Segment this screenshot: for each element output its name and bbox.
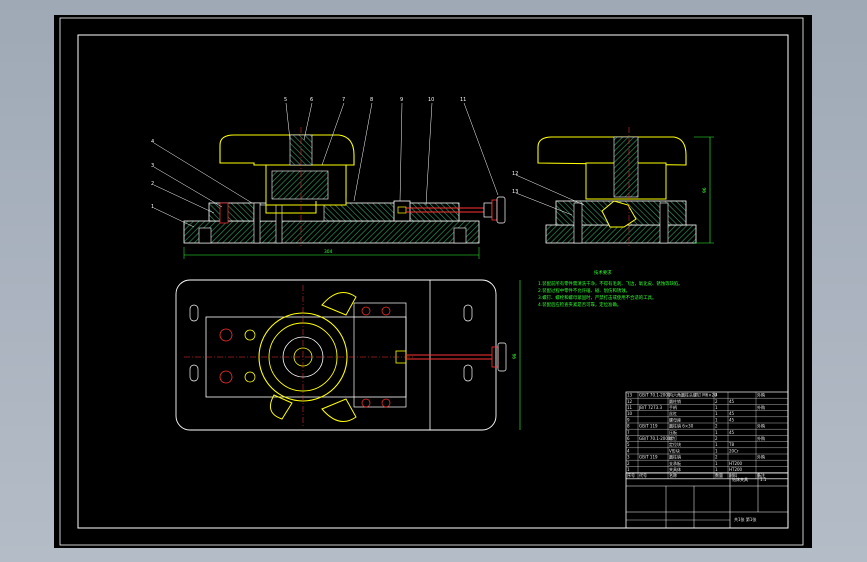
bom-cell: 3 [627, 455, 630, 460]
bom-cell: 螺母座 [669, 416, 681, 422]
cad-drawing-canvas[interactable]: 304 4 3 2 1 5 6 7 [54, 15, 812, 548]
bom-cell: 11 [627, 405, 633, 410]
bom-cell: 夹具体 [669, 466, 681, 472]
bom-cell: 螺钉 [669, 435, 677, 441]
bom-cell: 2 [627, 461, 630, 466]
balloon-6: 6 [310, 97, 313, 103]
bom-cell: T8 [728, 442, 734, 447]
bom-cell: 2 [715, 455, 718, 460]
balloon-2: 2 [151, 181, 154, 187]
note-line-1: 1.装配前所有零件需清洗干净，不得有毛刺、飞边，氧化皮、锈蚀等缺陷。 [538, 280, 683, 287]
bom-cell: GB/T 119 [639, 424, 658, 429]
bom-cell: HT200 [729, 461, 743, 466]
side-view: 12 13 96 [512, 127, 714, 247]
bom-cell: 1 [627, 467, 630, 472]
note-line-3: 3.螺钉、螺栓和螺母紧固时，严禁打击或使用不合适的工具。 [538, 294, 656, 301]
plan-width-dimension: 98 [512, 353, 518, 359]
bom-cell: 外购 [757, 454, 765, 460]
bom-header-cell: 代号 [639, 472, 647, 478]
technical-notes: 技术要求 1.装配前所有零件需清洗干净，不得有毛刺、飞边，氧化皮、锈蚀等缺陷。 … [538, 269, 683, 308]
balloon-10: 10 [428, 97, 434, 103]
balloon-5: 5 [284, 97, 287, 103]
bom-header-cell: 备注 [757, 472, 765, 478]
bom-cell: 2 [715, 436, 718, 441]
title-drawing-name: 钻床夹具 [732, 476, 748, 482]
bom-cell: 压板 [669, 429, 677, 435]
drawing-sheet: 304 4 3 2 1 5 6 7 [54, 15, 812, 548]
bom-cell: 圆柱销 6×30 [669, 423, 694, 429]
inner-frame [77, 34, 789, 529]
bom-cell: 外购 [757, 435, 765, 441]
bom-cell: 20Cr [729, 448, 739, 453]
bom-header-cell: 名称 [669, 472, 677, 478]
bom-cell: 12 [627, 399, 633, 404]
balloon-13: 13 [512, 189, 518, 195]
bom-cell: 外购 [757, 392, 765, 398]
bom-cell: 45 [729, 430, 735, 435]
balloon-8: 8 [370, 97, 373, 103]
bom-cell: 1 [715, 417, 718, 422]
bom-cell: 1 [715, 405, 718, 410]
front-view: 304 [183, 127, 506, 259]
bom-cell: JB/T 7273.3 [638, 405, 662, 410]
bom-cell: 1 [715, 442, 718, 447]
balloon-11: 11 [460, 97, 466, 103]
title-scale: 1:1 [760, 477, 767, 482]
bom-cell: 4 [627, 448, 630, 453]
side-height-dimension: 96 [702, 187, 708, 193]
bom-cell: 6 [627, 436, 630, 441]
bom-cell: 内六角圆柱头螺钉 M6×20 [669, 392, 717, 398]
bom-cell: 7 [627, 430, 630, 435]
bom-cell: GB/T 119 [639, 455, 658, 460]
title-sheet: 共1张 第1张 [734, 516, 756, 522]
balloon-3: 3 [151, 163, 154, 169]
bom-cell: 9 [627, 417, 630, 422]
front-overall-dimension: 304 [324, 249, 333, 255]
bom-cell: 圆柱销 [669, 454, 681, 460]
bom-cell: 外购 [757, 423, 765, 429]
balloon-12: 12 [512, 171, 518, 177]
notes-title: 技术要求 [594, 269, 612, 276]
bom-cell: HT200 [729, 467, 743, 472]
title-block: 钻床夹具 1:1 共1张 第1张 [625, 472, 789, 529]
front-view-balloons: 4 3 2 1 5 6 7 8 9 10 11 [151, 97, 499, 228]
bom-cell: 定位块 [669, 441, 681, 447]
plan-view: 98 [175, 279, 521, 431]
bom-cell: 5 [627, 442, 630, 447]
note-line-4: 4.装配后应检查夹紧是否可靠，定位准确。 [538, 301, 621, 308]
outer-frame [59, 17, 804, 546]
bom-cell: 1 [715, 430, 718, 435]
bom-cell: 45 [729, 411, 735, 416]
balloon-1: 1 [151, 204, 154, 210]
bom-cell: 1 [715, 461, 718, 466]
bom-cell: 45 [729, 399, 735, 404]
bom-header-cell: 数量 [715, 472, 723, 478]
bom-cell: 支承板 [669, 460, 681, 466]
bom-header-cell: 材料 [729, 472, 737, 478]
bom-cell: 13 [627, 393, 633, 398]
bom-cell: 1 [715, 448, 718, 453]
bom-cell: 2 [715, 424, 718, 429]
bom-cell: 4 [715, 393, 718, 398]
bom-cell: 丝杠 [669, 410, 677, 416]
bom-cell: 10 [627, 411, 633, 416]
balloon-9: 9 [400, 97, 403, 103]
bom-cell: 1 [715, 467, 718, 472]
bom-cell: 圆柱销 [669, 398, 681, 404]
bom-cell: 手柄 [669, 404, 677, 410]
bom-cell: 2 [715, 399, 718, 404]
bom-cell: GB/T 70.1-2000 [639, 436, 671, 441]
bom-cell: 1 [715, 411, 718, 416]
balloon-7: 7 [342, 97, 345, 103]
bom-cell: 外购 [757, 404, 765, 410]
bom-header-cell: 序号 [627, 472, 635, 478]
bom-cell: 8 [627, 424, 630, 429]
balloon-4: 4 [151, 139, 154, 145]
bom-cell: GB/T 70.1-2000 [639, 393, 671, 398]
bom-cell: V形块 [669, 447, 680, 453]
bom-cell: 45 [729, 417, 735, 422]
note-line-2: 2.装配过程中零件不允许磕、碰、划伤和锈蚀。 [538, 287, 630, 294]
